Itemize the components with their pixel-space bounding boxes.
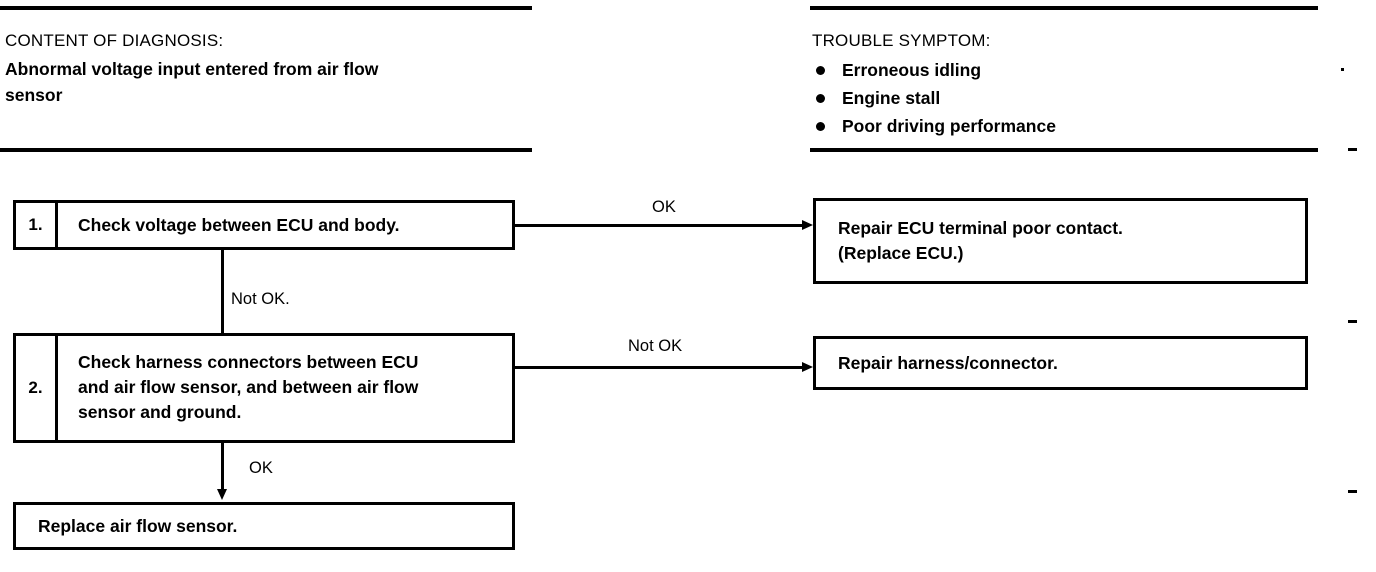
- result-2-line-0: Repair harness/connector.: [838, 352, 1058, 373]
- step-2-to-final-label: OK: [249, 459, 273, 477]
- branch-2-label: Not OK: [628, 337, 683, 355]
- step-1-to-step-2-label: Not OK.: [231, 290, 290, 308]
- branch-2-arrowhead: [802, 362, 813, 372]
- registration-tick: [1348, 320, 1357, 323]
- diagnosis-body: Abnormal voltage input entered from air …: [5, 56, 525, 108]
- branch-2-line: [515, 366, 803, 369]
- symptom-item-1: Engine stall: [812, 84, 1056, 112]
- symptom-item-label: Erroneous idling: [842, 60, 982, 80]
- symptom-item-2: Poor driving performance: [812, 112, 1056, 140]
- step-1-number: 1.: [16, 203, 58, 247]
- branch-1-line: [515, 224, 803, 227]
- registration-tick: [1341, 68, 1344, 71]
- step-2-line-1: and air flow sensor, and between air flo…: [78, 377, 419, 397]
- registration-tick: [1348, 490, 1357, 493]
- step-2-line-2: sensor and ground.: [78, 402, 242, 422]
- result-1-box: Repair ECU terminal poor contact. (Repla…: [813, 198, 1308, 284]
- step-2-box: 2. Check harness connectors between ECU …: [13, 333, 515, 443]
- symptom-item-label: Poor driving performance: [842, 116, 1056, 136]
- result-2-text: Repair harness/connector.: [816, 339, 1305, 387]
- header-rule-right: [810, 148, 1318, 152]
- step-1-line-0: Check voltage between ECU and body.: [78, 214, 400, 235]
- result-2-box: Repair harness/connector.: [813, 336, 1308, 390]
- step-2-to-final-line: [221, 443, 224, 491]
- step-1-to-step-2-line: [221, 250, 224, 333]
- result-1-text: Repair ECU terminal poor contact. (Repla…: [816, 201, 1305, 281]
- final-line-0: Replace air flow sensor.: [38, 515, 238, 536]
- final-box: Replace air flow sensor.: [13, 502, 515, 550]
- result-1-line-0: Repair ECU terminal poor contact.: [838, 218, 1123, 238]
- final-text: Replace air flow sensor.: [16, 505, 512, 547]
- header-rule-left: [0, 148, 532, 152]
- result-1-line-1: (Replace ECU.): [838, 243, 964, 263]
- step-2-text: Check harness connectors between ECU and…: [58, 336, 512, 440]
- branch-1-label: OK: [652, 198, 676, 216]
- diagnosis-line-2: sensor: [5, 85, 63, 105]
- bullet-icon: [816, 66, 825, 75]
- step-1-box: 1. Check voltage between ECU and body.: [13, 200, 515, 250]
- bullet-icon: [816, 122, 825, 131]
- step-2-line-0: Check harness connectors between ECU: [78, 352, 419, 372]
- step-2-to-final-arrowhead: [217, 489, 227, 500]
- bullet-icon: [816, 94, 825, 103]
- symptom-list: Erroneous idling Engine stall Poor drivi…: [812, 56, 1056, 140]
- registration-tick: [1348, 148, 1357, 151]
- diagnosis-title: CONTENT OF DIAGNOSIS:: [5, 31, 224, 50]
- symptom-item-label: Engine stall: [842, 88, 941, 108]
- step-2-number: 2.: [16, 336, 58, 440]
- symptom-item-0: Erroneous idling: [812, 56, 1056, 84]
- step-1-text: Check voltage between ECU and body.: [58, 203, 512, 247]
- symptom-title: TROUBLE SYMPTOM:: [812, 31, 991, 50]
- diagnosis-line-1: Abnormal voltage input entered from air …: [5, 59, 379, 79]
- top-rule-right: [810, 6, 1318, 10]
- top-rule-left: [0, 6, 532, 10]
- branch-1-arrowhead: [802, 220, 813, 230]
